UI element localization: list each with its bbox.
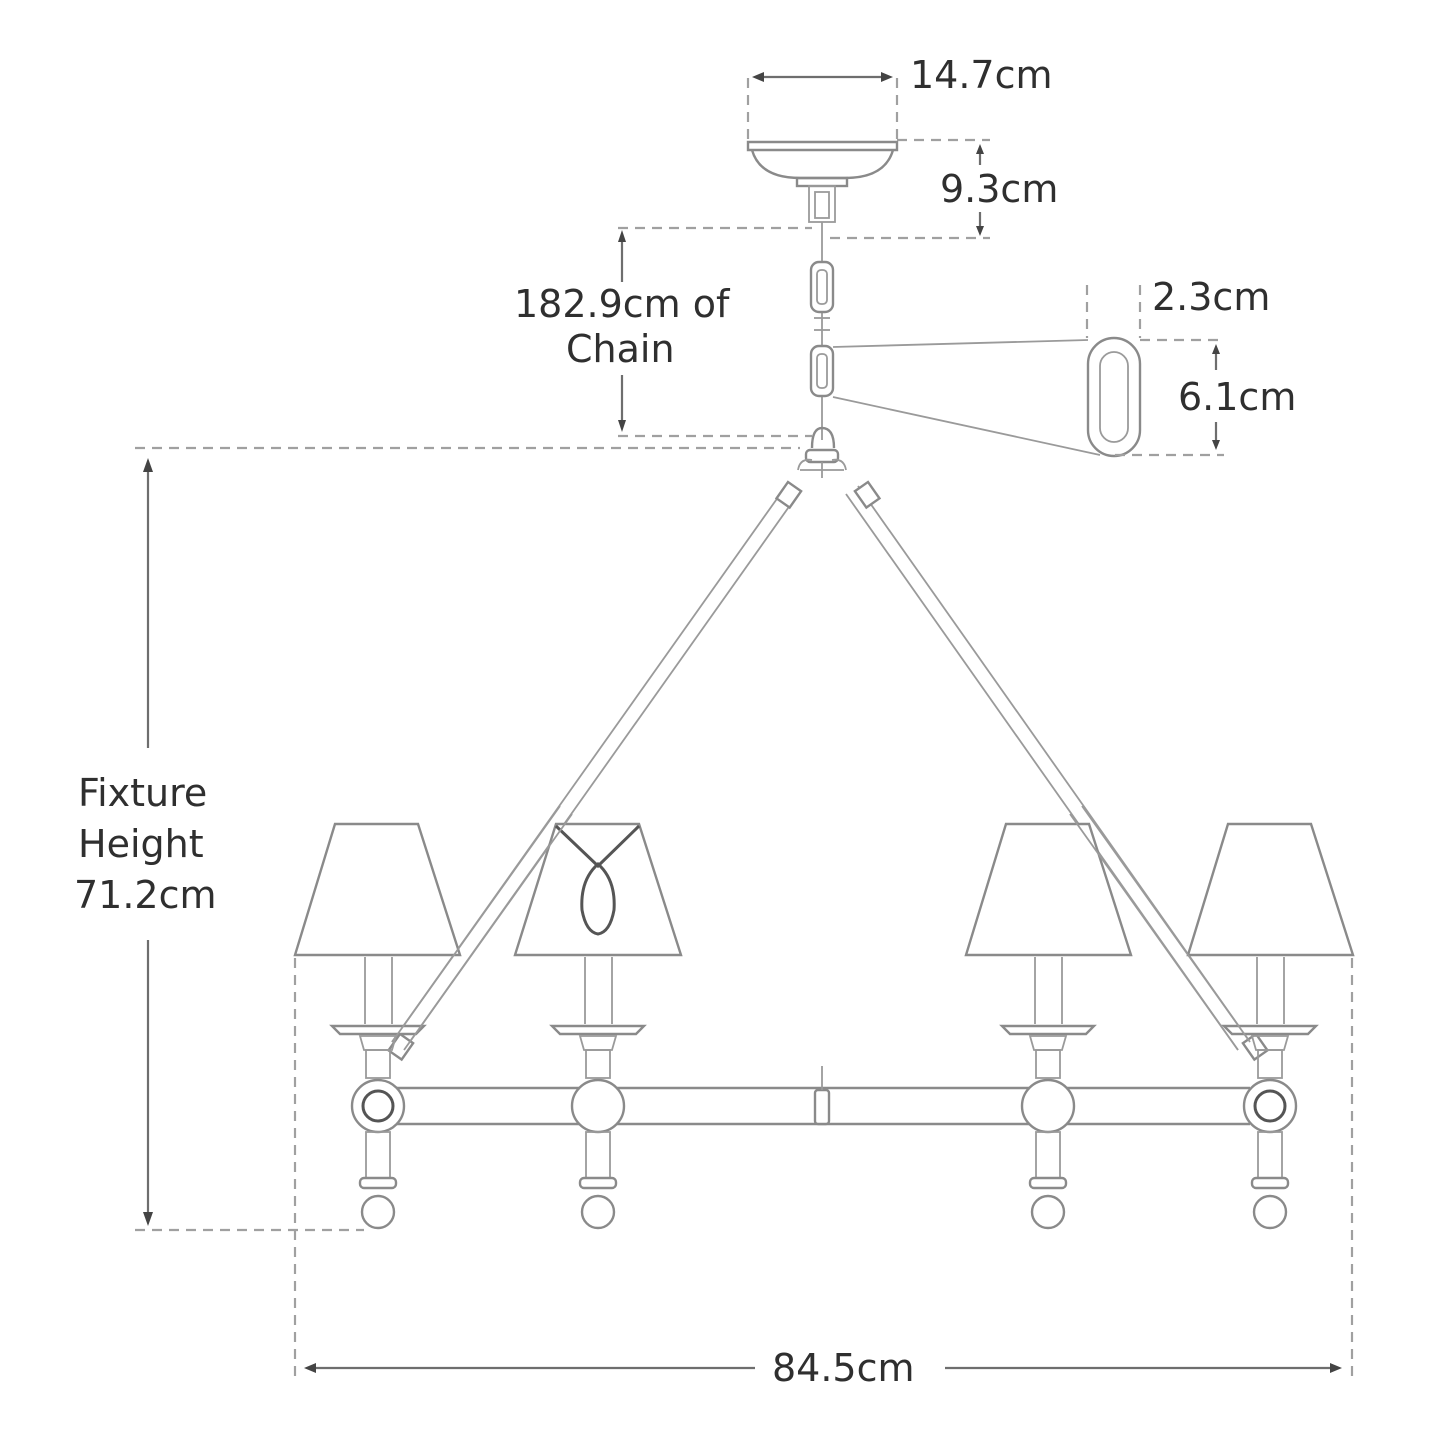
crossbar bbox=[395, 1066, 1250, 1126]
canopy-height-label: 9.3cm bbox=[940, 167, 1058, 211]
support-arms bbox=[386, 480, 1270, 1062]
bobeche-4 bbox=[1221, 1024, 1319, 1036]
bobeche-3 bbox=[999, 1024, 1097, 1036]
canopy bbox=[746, 140, 899, 223]
canopy-width-label: 14.7cm bbox=[910, 53, 1053, 97]
chain-length-label-line1: 182.9cm of bbox=[514, 282, 731, 326]
hook-cluster bbox=[797, 426, 847, 478]
overall-width-dimension: 84.5cm bbox=[293, 958, 1354, 1390]
lamp-shade-3 bbox=[964, 822, 1133, 957]
chain-link-width-label: 2.3cm bbox=[1152, 275, 1270, 319]
chain bbox=[809, 222, 835, 440]
chain-length-dimension: 182.9cm of Chain bbox=[514, 226, 812, 438]
lamp-shade-1 bbox=[293, 822, 462, 957]
flame-bulb-icon bbox=[554, 824, 641, 936]
fixture-height-label-line3: 71.2cm bbox=[74, 873, 217, 917]
chain-link-height-label: 6.1cm bbox=[1178, 375, 1296, 419]
lamp-arm-3 bbox=[964, 822, 1133, 1230]
overall-width-label: 84.5cm bbox=[772, 1346, 915, 1390]
lamp-shade-4 bbox=[1186, 822, 1355, 957]
fixture-height-label-line2: Height bbox=[78, 822, 204, 866]
support-arms-foreground bbox=[391, 805, 1251, 1051]
lamp-shade-2 bbox=[513, 822, 683, 957]
fixture-height-dimension: Fixture Height 71.2cm bbox=[74, 446, 800, 1232]
chain-link-height-dimension: 6.1cm bbox=[1115, 338, 1296, 457]
bobeche-1 bbox=[329, 1024, 427, 1036]
lamp-arm-2 bbox=[513, 822, 683, 1230]
canopy-width-dimension: 14.7cm bbox=[746, 53, 1053, 142]
bobeche-2 bbox=[549, 1024, 647, 1036]
chain-link-width-dimension: 2.3cm bbox=[1085, 275, 1270, 338]
fixture-height-label-line1: Fixture bbox=[78, 771, 207, 815]
chain-length-label-line2: Chain bbox=[566, 327, 675, 371]
canopy-height-dimension: 9.3cm bbox=[830, 138, 1058, 240]
chain-link-detail bbox=[832, 336, 1142, 458]
lamp-arm-1 bbox=[293, 822, 462, 1230]
lamp-arm-4 bbox=[1186, 822, 1355, 1230]
